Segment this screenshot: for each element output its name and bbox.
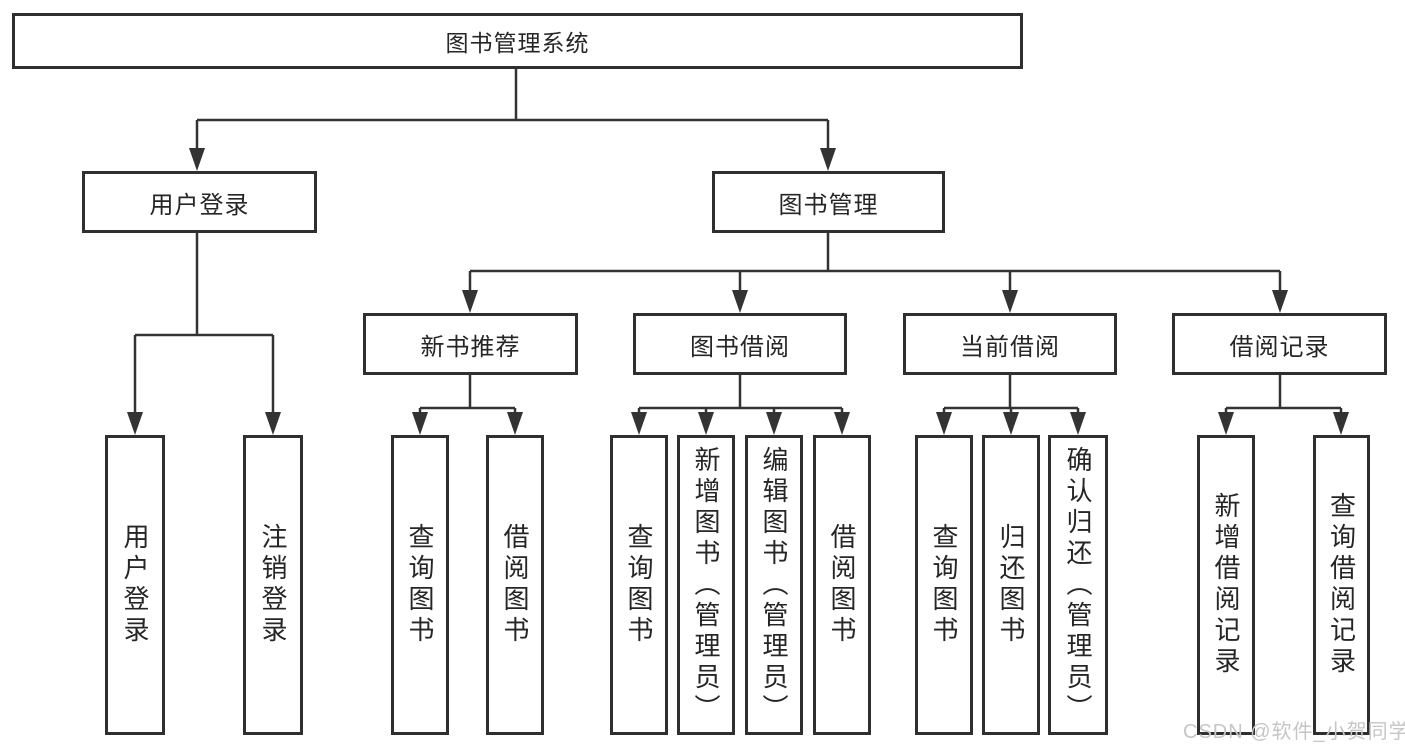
leaf-add-books-admin: 新增图书（管理员） [677,435,735,735]
leaf-borrow-books-recommend: 借阅图书 [486,435,544,735]
connector-newbook-to-leaves [418,375,517,416]
node-library-management-system: 图书管理系统 [12,13,1023,69]
arrowhead [189,148,205,171]
leaf-label: 借阅图书 [500,523,530,647]
leaf-logout: 注销登录 [243,435,303,735]
leaf-label: 注销登录 [258,523,288,647]
leaf-query-books-borrow: 查询图书 [610,435,668,735]
node-label: 用户登录 [149,191,250,219]
leaf-label: 归还图书 [996,523,1026,647]
leaf-label: 确认归还（管理员） [1063,446,1093,725]
arrowhead [412,412,428,435]
leaf-query-books-current: 查询图书 [915,435,973,735]
connector-bookborrow-to-leaves [637,375,844,416]
arrowhead [766,412,782,435]
leaf-borrow-books: 借阅图书 [813,435,871,735]
node-label: 借阅记录 [1229,333,1330,361]
leaf-query-borrow-record: 查询借阅记录 [1313,435,1370,735]
arrowhead [936,412,952,435]
node-new-book-recommend: 新书推荐 [363,313,578,375]
arrowhead [631,412,647,435]
arrowhead [265,412,281,435]
connector-bookmgmt-to-level3 [468,233,1282,292]
arrowhead [1333,412,1349,435]
arrowhead [1272,290,1288,313]
leaf-edit-books-admin: 编辑图书（管理员） [745,435,803,735]
leaf-label: 查询图书 [929,523,959,647]
arrowhead [834,412,850,435]
node-label: 图书管理系统 [445,30,590,56]
arrowhead [1218,412,1234,435]
connector-userlogin-to-leaves [133,233,275,414]
node-label: 图书管理 [778,191,879,219]
node-book-borrow: 图书借阅 [633,313,847,375]
node-label: 图书借阅 [690,333,790,361]
node-user-login: 用户登录 [82,171,317,233]
leaf-label: 新增图书（管理员） [691,446,721,725]
leaf-label: 编辑图书（管理员） [759,446,789,725]
node-label: 新书推荐 [420,333,521,361]
leaf-label: 查询图书 [405,523,435,647]
arrowhead [462,290,478,313]
arrowhead [507,412,523,435]
csdn-watermark: CSDN @软件_小贺同学 [1183,721,1405,743]
arrowhead [820,148,836,171]
leaf-label: 查询图书 [624,523,654,647]
arrowhead [1002,290,1018,313]
connector-currentborrow-to-leaves [942,375,1080,416]
leaf-label: 用户登录 [120,523,150,647]
node-current-borrow: 当前借阅 [903,313,1117,375]
leaf-label: 查询借阅记录 [1326,492,1357,678]
connector-borrowrecords-to-leaves [1224,375,1343,416]
leaf-user-login: 用户登录 [105,435,165,735]
leaf-query-books-recommend: 查询图书 [391,435,449,735]
arrowhead [1003,412,1019,435]
node-borrow-records: 借阅记录 [1172,313,1387,375]
leaf-label: 借阅图书 [827,523,857,647]
arrowhead [127,412,143,435]
node-label: 当前借阅 [960,333,1060,361]
arrowhead [1070,412,1086,435]
arrowhead [732,290,748,313]
leaf-confirm-return-admin: 确认归还（管理员） [1048,435,1108,735]
leaf-return-books: 归还图书 [982,435,1040,735]
node-book-management: 图书管理 [712,171,945,233]
connector-root-to-level2 [195,68,830,150]
leaf-label: 新增借阅记录 [1211,492,1241,678]
leaf-add-borrow-record: 新增借阅记录 [1197,435,1255,735]
arrowhead [698,412,714,435]
